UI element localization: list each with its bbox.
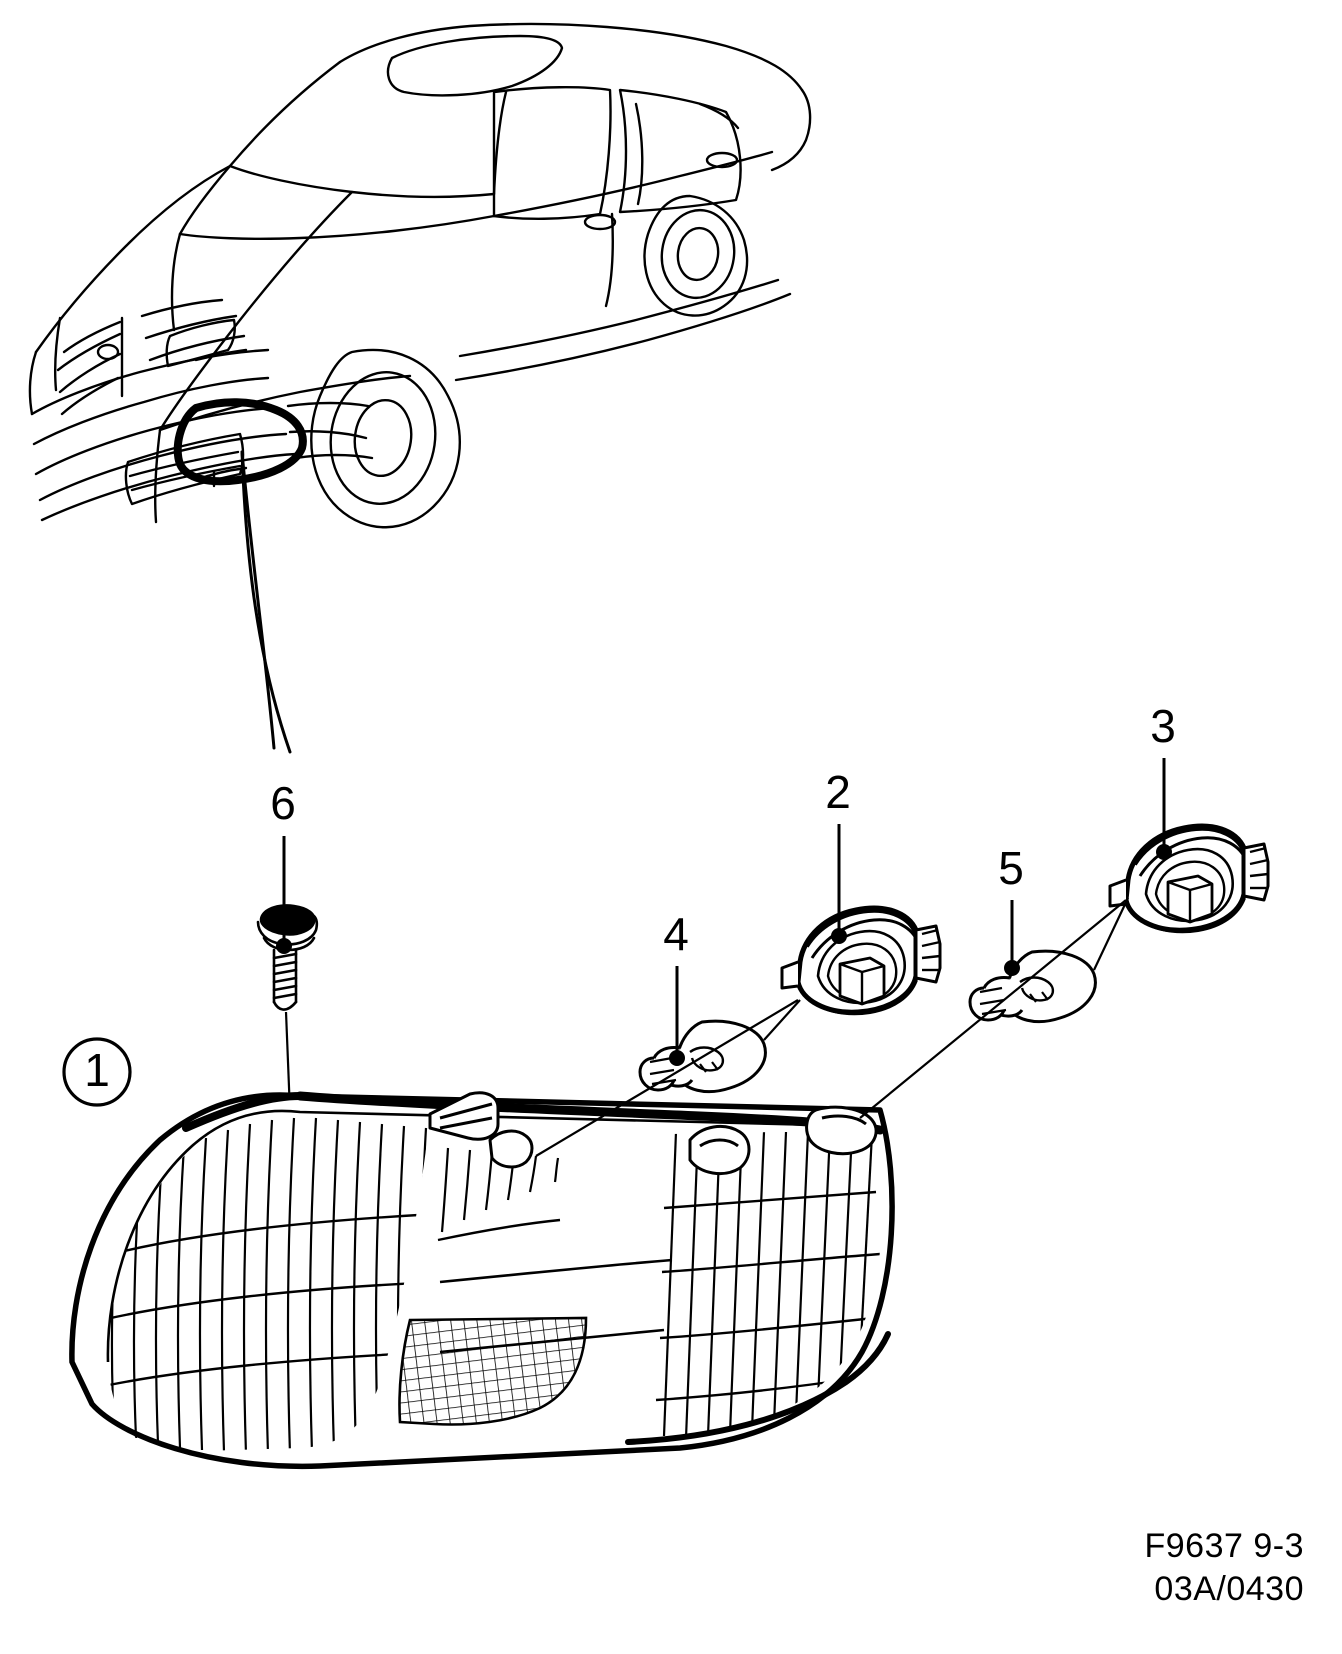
callout-4-label: 4 bbox=[663, 908, 689, 960]
callout-3[interactable]: 3 bbox=[1150, 700, 1176, 860]
callout-4[interactable]: 4 bbox=[663, 908, 689, 1066]
lens-socket-bosses bbox=[428, 1091, 878, 1176]
part-3-bulb-socket-holder bbox=[1108, 823, 1270, 934]
callout-3-label: 3 bbox=[1150, 700, 1176, 752]
callout-5-label: 5 bbox=[998, 842, 1024, 894]
part-5-bulb bbox=[968, 949, 1097, 1023]
callout-4-dot bbox=[669, 1050, 685, 1066]
part-6-mounting-screw bbox=[256, 904, 319, 1011]
callout-2-dot bbox=[831, 928, 847, 944]
callout-1-circle bbox=[62, 1037, 132, 1107]
vehicle-illustration bbox=[28, 22, 812, 529]
callout-2-label: 2 bbox=[825, 766, 851, 818]
callout-5[interactable]: 5 bbox=[998, 842, 1024, 976]
callout-2[interactable]: 2 bbox=[825, 766, 851, 944]
assembly-axis-lines bbox=[535, 897, 1129, 1157]
callout-1[interactable]: 1 bbox=[62, 1037, 132, 1107]
callout-6[interactable]: 6 bbox=[270, 777, 296, 954]
footer-code-line-2: 03A/0430 bbox=[1154, 1570, 1304, 1609]
leader-line-headlamp bbox=[240, 450, 292, 754]
diagram-footer: F9637 9-3 03A/0430 bbox=[1145, 1525, 1305, 1612]
callout-1-label: 1 bbox=[84, 1044, 110, 1096]
lens-flutes-upper-right-tails bbox=[437, 1147, 561, 1242]
callout-6-label: 6 bbox=[270, 777, 296, 829]
callout-6-dot bbox=[276, 938, 292, 954]
part-2-bulb-socket-holder bbox=[780, 905, 942, 1016]
callout-5-dot bbox=[1004, 960, 1020, 976]
part-1-lamp-lens-assembly bbox=[69, 1091, 895, 1470]
callout-3-dot bbox=[1156, 844, 1172, 860]
footer-code-line-1: F9637 9-3 bbox=[1144, 1526, 1304, 1565]
